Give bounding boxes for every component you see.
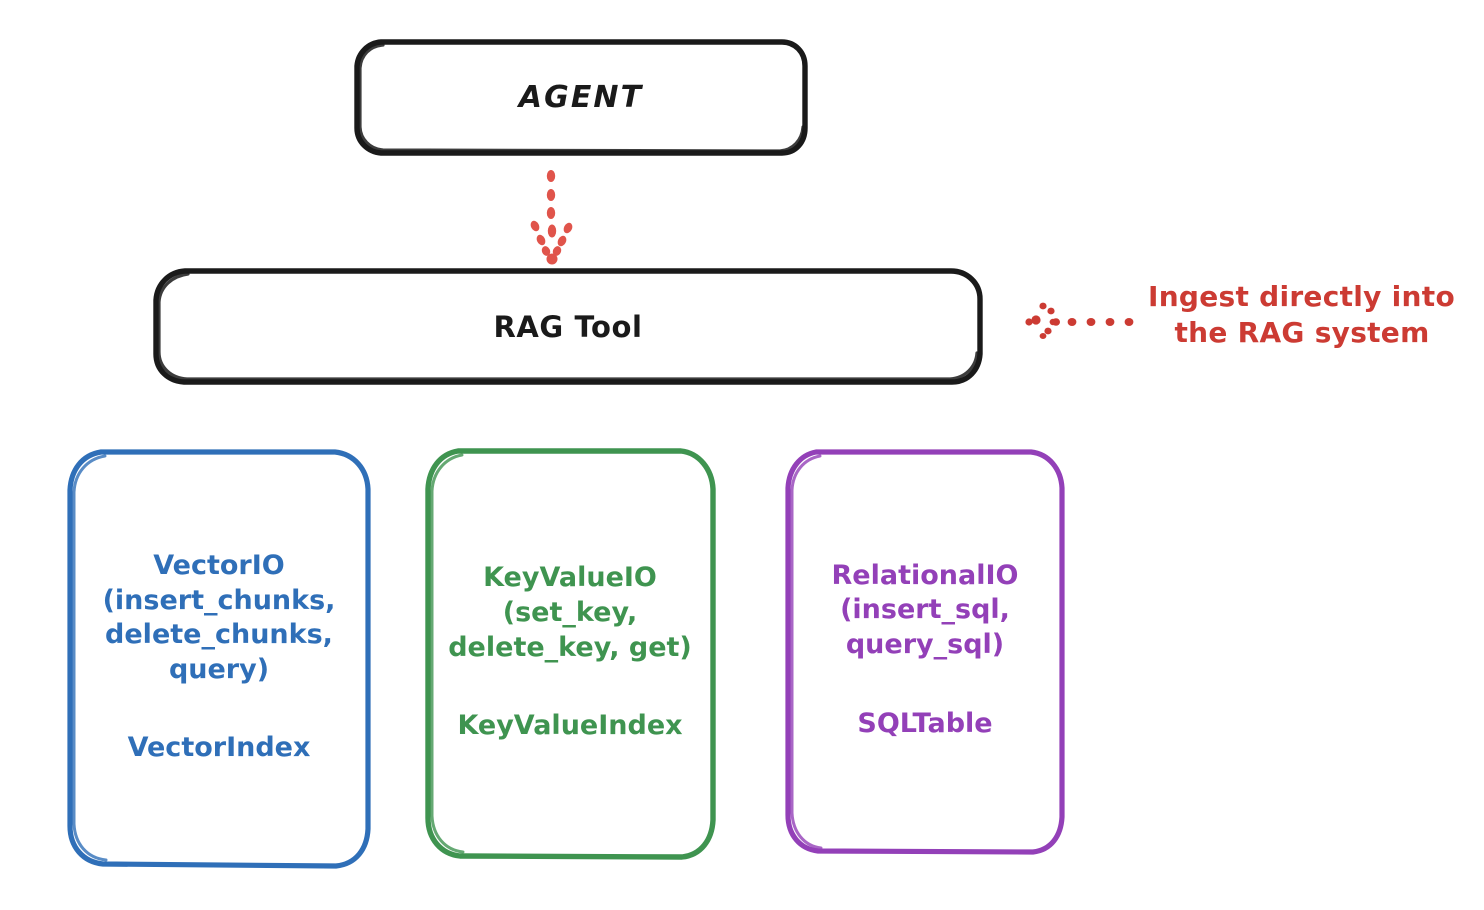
keyvalueio-title: KeyValueIO <box>483 562 657 594</box>
ingest-arrow <box>1025 302 1134 339</box>
ingest-annotation: Ingest directly into the RAG system <box>1148 279 1478 352</box>
vectorio-signature: (insert_chunks, delete_chunks, query) <box>102 584 336 685</box>
keyvalueio-signature: (set_key, delete_key, get) <box>448 596 692 663</box>
relationalio-signature: (insert_sql, query_sql) <box>840 594 1010 660</box>
keyvalueio-index: KeyValueIndex <box>457 710 683 742</box>
ingest-annotation-line-1: Ingest directly into <box>1148 280 1455 313</box>
rag-tool-node[interactable]: RAG Tool <box>155 270 981 383</box>
keyvalueio-node[interactable]: KeyValueIO (set_key, delete_key, get) Ke… <box>428 450 712 855</box>
agent-node[interactable]: AGENT <box>357 40 805 154</box>
agent-to-rag-tool-arrow <box>530 170 573 265</box>
vectorio-node[interactable]: VectorIO (insert_chunks, delete_chunks, … <box>70 450 368 865</box>
relationalio-title: RelationalIO <box>831 559 1019 591</box>
ingest-annotation-line-2: the RAG system <box>1174 316 1430 350</box>
rag-tool-label: RAG Tool <box>493 309 643 344</box>
agent-label: AGENT <box>518 79 644 115</box>
vectorio-index: VectorIndex <box>127 732 311 764</box>
relationalio-index: SQLTable <box>857 707 993 739</box>
relationalio-node[interactable]: RelationalIO (insert_sql, query_sql) SQL… <box>788 450 1062 850</box>
vectorio-title: VectorIO <box>153 550 285 582</box>
